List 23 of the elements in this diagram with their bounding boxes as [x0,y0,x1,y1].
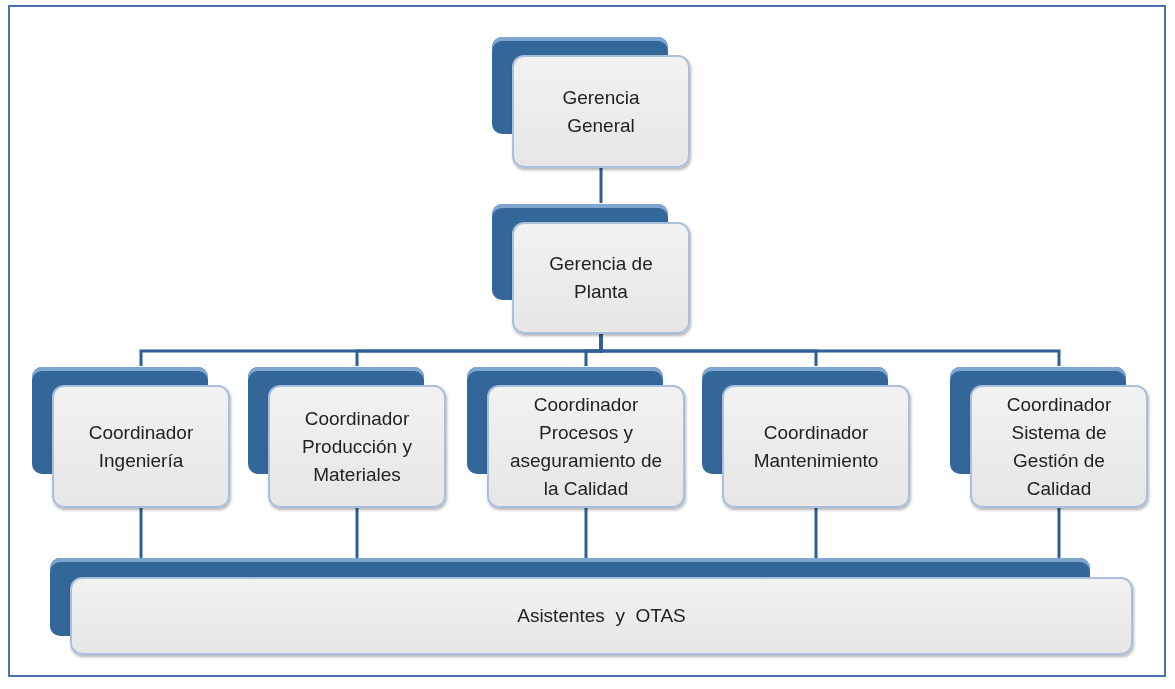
stacked-card [467,367,685,508]
box-label: Coordinador Procesos y aseguramiento de la Calidad [508,392,664,501]
connector-line [584,508,588,558]
stacked-card [50,558,1133,655]
box-label: Gerencia General [561,85,641,138]
connector-line [814,508,818,558]
stacked-card [702,367,910,508]
stacked-card [492,37,690,168]
stacked-card [950,367,1148,508]
connector-line [599,334,1061,366]
box-label: Asistentes y OTAS [517,604,686,628]
box-label: Coordinador Producción y Materiales [301,406,413,487]
box-label: Coordinador Mantenimiento [752,420,880,473]
stacked-card [248,367,446,508]
stacked-card [32,367,230,508]
box-label: Coordinador Ingeniería [87,420,195,473]
connector-line [599,168,603,203]
connector-line [1057,508,1061,558]
box-label: Coordinador Sistema de Gestión de Calidad [1005,392,1113,501]
box-label: Gerencia de Planta [548,252,654,304]
connector-line [355,508,359,558]
stacked-card [492,204,690,334]
connector-line [139,508,143,558]
